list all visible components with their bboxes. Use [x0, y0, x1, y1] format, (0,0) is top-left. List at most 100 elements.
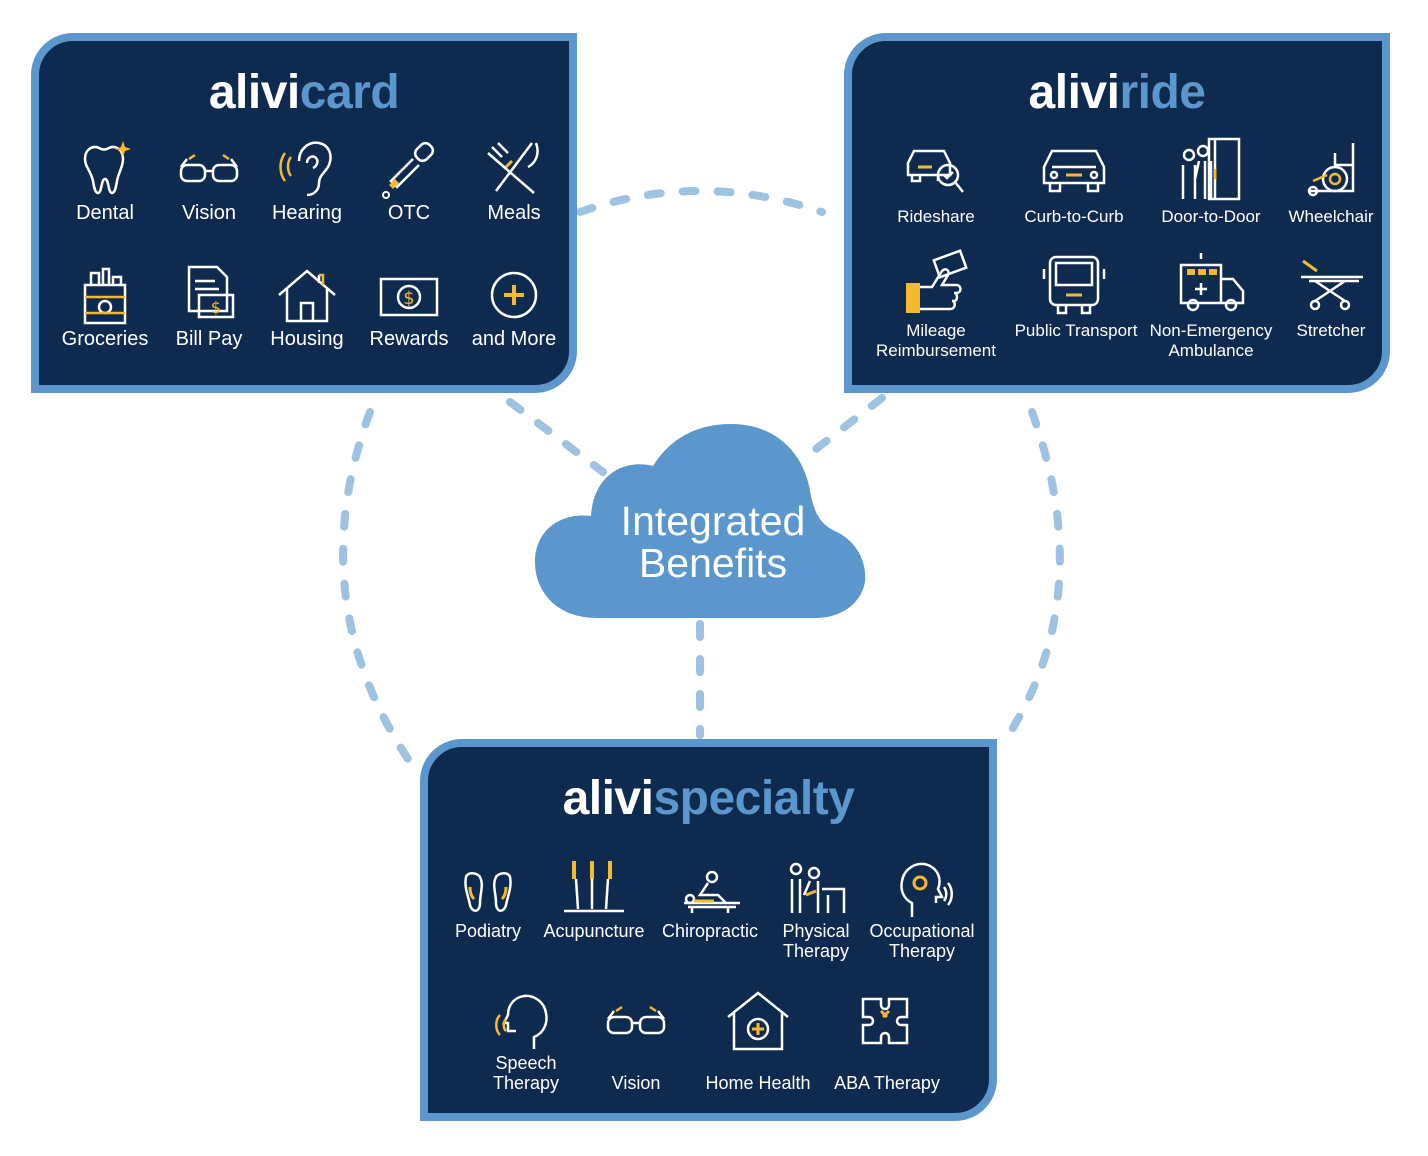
brand-suffix: ride — [1119, 66, 1206, 119]
ride-public-transport: Public Transport — [1006, 249, 1142, 341]
puzzle-icon — [861, 997, 909, 1045]
ride-label: Wheelchair — [1288, 207, 1374, 226]
center-line-2: Benefits — [638, 540, 788, 586]
aliviride-panel: aliviride Rideshare Curb-to-Curb Door-to… — [844, 33, 1390, 393]
benefit-label: Dental — [76, 202, 134, 224]
specialty-chiropractic: Chiropractic — [654, 857, 766, 941]
specialty-vision: Vision — [588, 989, 684, 1093]
benefit-meals: Meals — [466, 137, 562, 225]
specialty-acupuncture: Acupuncture — [536, 857, 652, 941]
svg-text:$: $ — [403, 288, 414, 309]
specialty-physical-therapy: Physical Therapy — [768, 857, 864, 961]
specialty-home-health: Home Health — [690, 989, 826, 1093]
specialty-aba-therapy: ABA Therapy — [822, 989, 952, 1093]
benefit-label: OTC — [387, 202, 431, 224]
ride-wheelchair: Wheelchair — [1276, 135, 1386, 227]
head-gear-icon — [900, 862, 953, 917]
specialty-occupational-therapy: Occupational Therapy — [860, 857, 984, 961]
specialty-podiatry: Podiatry — [442, 857, 534, 941]
benefit-housing: Housing — [259, 263, 355, 351]
dropper-icon — [382, 141, 435, 199]
ride-rideshare: Rideshare — [868, 135, 1004, 227]
benefit-label: Hearing — [271, 202, 343, 224]
benefit-label: and More — [471, 328, 557, 350]
specialty-label: Physical Therapy — [782, 921, 850, 961]
benefit-label: Bill Pay — [175, 328, 243, 350]
ride-label: Public Transport — [1014, 321, 1138, 340]
specialty-label: Occupational Therapy — [869, 921, 975, 961]
ride-stretcher: Stretcher — [1276, 249, 1386, 341]
benefit-and-more: and More — [466, 263, 562, 351]
ride-label: Curb-to-Curb — [1024, 207, 1124, 226]
home-health-icon — [727, 991, 789, 1051]
ride-door-to-door: Door-to-Door — [1143, 135, 1279, 227]
car-search-icon — [906, 149, 964, 193]
wheelchair-icon — [1307, 143, 1355, 197]
ride-mileage-reimbursement: Mileage Reimbursement — [860, 249, 1012, 361]
brand-prefix: alivi — [208, 66, 300, 119]
connector-top-arc — [576, 187, 826, 216]
alivicard-panel: alivicard Dental Vision Hearing OTC Meal… — [31, 33, 577, 393]
feet-icon — [464, 872, 512, 912]
plus-circle-icon — [490, 271, 538, 319]
connector-ride-to-cloud — [808, 394, 886, 456]
ride-label: Door-to-Door — [1161, 207, 1261, 226]
benefit-label: Groceries — [61, 328, 149, 350]
speech-head-icon — [495, 994, 548, 1049]
stretcher-icon — [1301, 259, 1363, 311]
cash-icon: $ — [379, 277, 439, 317]
hand-cash-icon — [906, 249, 968, 313]
ride-label: Rideshare — [897, 207, 975, 226]
alivicard-brand: alivicard — [39, 65, 569, 121]
glasses-icon — [179, 153, 239, 183]
benefit-groceries: Groceries — [57, 263, 153, 351]
benefit-vision: Vision — [161, 137, 257, 225]
cloud-shape — [535, 424, 866, 618]
svg-text:$: $ — [211, 298, 221, 317]
bill-icon: $ — [187, 265, 235, 319]
benefit-label: Housing — [270, 328, 344, 350]
brand-prefix: alivi — [1028, 66, 1120, 119]
massage-icon — [684, 870, 740, 913]
integrated-benefits-label: Integrated Benefits — [535, 500, 891, 584]
brand-suffix: specialty — [653, 772, 855, 825]
ride-non-emergency-ambulance: Non-Emergency Ambulance — [1134, 249, 1288, 361]
ambulance-icon — [1179, 253, 1245, 312]
needles-icon — [564, 861, 624, 913]
benefit-dental: Dental — [57, 137, 153, 225]
specialty-label: Vision — [611, 1073, 661, 1093]
fork-knife-icon — [487, 142, 539, 194]
specialty-label: Acupuncture — [543, 921, 645, 941]
glasses-icon — [606, 1005, 666, 1035]
aliviride-brand: aliviride — [852, 65, 1382, 121]
ride-curb-to-curb: Curb-to-Curb — [1006, 135, 1142, 227]
tooth-icon — [83, 141, 131, 195]
ride-label: Mileage Reimbursement — [876, 321, 996, 360]
specialty-label: Home Health — [705, 1073, 811, 1093]
specialty-speech-therapy: Speech Therapy — [472, 989, 580, 1093]
bus-icon — [1042, 255, 1106, 315]
ride-label: Non-Emergency Ambulance — [1149, 321, 1273, 360]
car-front-icon — [1042, 149, 1106, 193]
specialty-label: ABA Therapy — [834, 1073, 940, 1093]
specialty-label: Podiatry — [454, 921, 522, 941]
connector-left-arc — [339, 408, 416, 769]
center-line-1: Integrated — [620, 498, 806, 544]
brand-prefix: alivi — [562, 772, 654, 825]
brand-suffix: card — [299, 66, 400, 119]
benefit-rewards: $ Rewards — [361, 263, 457, 351]
connector-right-arc — [998, 408, 1064, 749]
benefit-bill-pay: $ Bill Pay — [161, 263, 257, 351]
benefit-hearing: Hearing — [259, 137, 355, 225]
ear-icon — [279, 141, 332, 197]
ride-label: Stretcher — [1296, 321, 1366, 340]
house-icon — [278, 269, 336, 323]
pt-assist-icon — [789, 862, 846, 913]
grocery-bag-icon — [83, 267, 127, 325]
alivispecialty-brand: alivispecialty — [428, 771, 989, 827]
specialty-label: Speech Therapy — [492, 1053, 560, 1093]
benefit-label: Rewards — [369, 328, 449, 350]
alivispecialty-panel: alivispecialty Podiatry Acupuncture Chir… — [420, 739, 997, 1121]
door-assist-icon — [1181, 137, 1241, 201]
